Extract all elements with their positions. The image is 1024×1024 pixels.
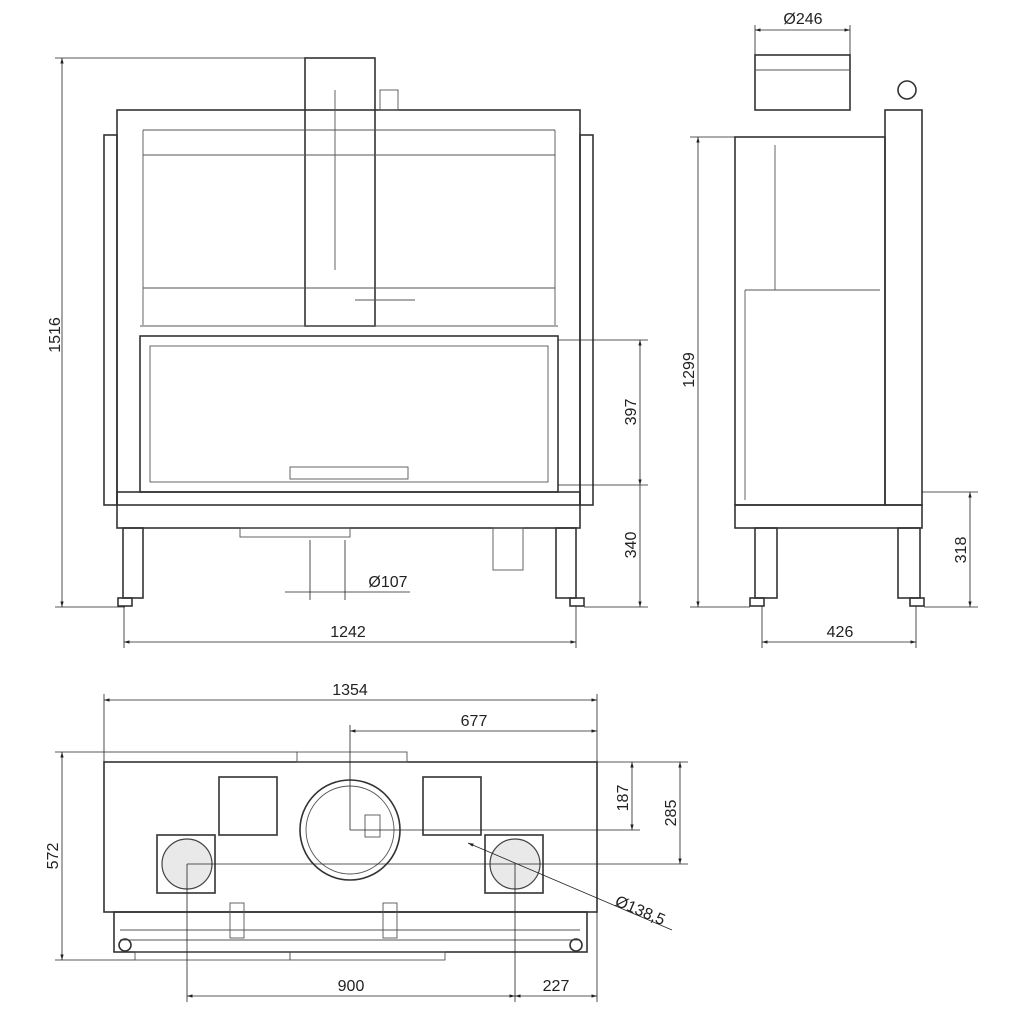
front-dimensions: 1516 1242 397 340 Ø107 <box>47 57 648 648</box>
top-view <box>103 751 598 961</box>
flue-collar <box>754 54 851 111</box>
dim-outlet-diameter: Ø138,5 <box>612 893 667 929</box>
dim-outlet-spacing: 900 <box>338 978 365 995</box>
left-leg <box>122 527 144 599</box>
right-leg <box>555 527 577 599</box>
dim-leg-height: 318 <box>953 537 970 564</box>
side-view <box>734 54 925 607</box>
dim-outlet-offset-y: 285 <box>663 800 680 827</box>
dim-outlet-offset-x: 227 <box>543 978 570 995</box>
dim-depth: 426 <box>827 624 854 641</box>
dim-total-depth: 572 <box>45 843 62 870</box>
dim-body-height: 1299 <box>681 352 698 388</box>
side-dimensions: Ø246 1299 318 426 <box>681 11 978 648</box>
dim-flue-offset-y: 187 <box>615 785 632 812</box>
dim-flue-offset-x: 677 <box>461 713 488 730</box>
dim-flue-diameter: Ø246 <box>783 11 822 28</box>
dim-glass-height: 397 <box>623 399 640 426</box>
top-dimensions: 1354 677 187 285 572 900 227 Ø138,5 <box>45 682 688 1002</box>
dim-total-width: 1354 <box>332 682 368 699</box>
glass-door <box>139 335 559 493</box>
dim-total-height: 1516 <box>47 317 64 353</box>
dim-width: 1242 <box>330 624 366 641</box>
dim-base-height: 340 <box>623 532 640 559</box>
front-view <box>103 57 594 607</box>
dim-air-inlet-diameter: Ø107 <box>368 574 407 591</box>
